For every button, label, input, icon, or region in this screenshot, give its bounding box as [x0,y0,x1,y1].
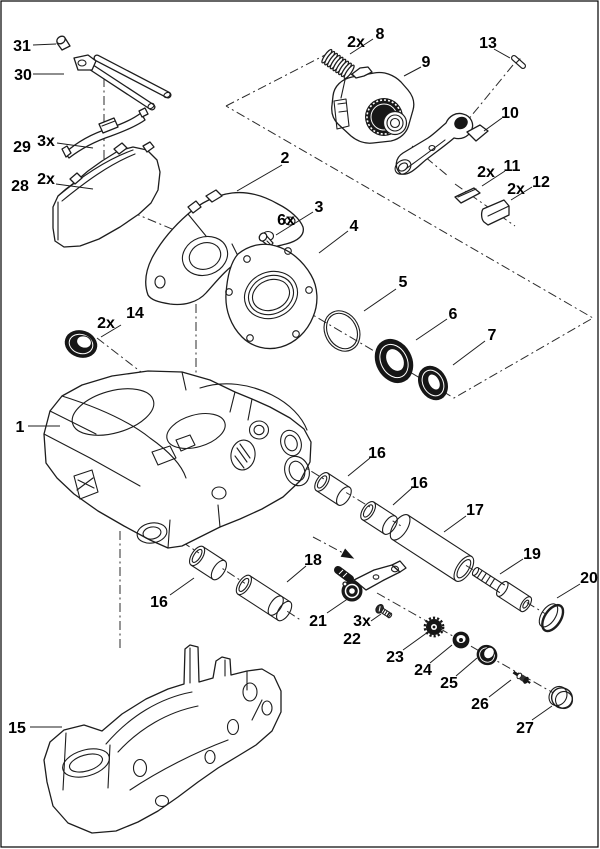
callout-12-label: 12 [532,174,550,191]
part-1-caliper-body [43,370,312,549]
part-26-valve [512,670,531,684]
callout-31-label: 31 [13,38,31,55]
part-12-block [480,199,510,226]
part-16-bushing [314,472,352,506]
callout-9-label: 9 [422,54,431,71]
part-7-seal [418,365,448,401]
callout-16-label: 16 [150,594,168,611]
callout-23-label: 23 [386,649,404,666]
part-17-sleeve [389,514,475,582]
part-20-cap [538,603,565,633]
callout-26-label: 26 [471,696,489,713]
part-9-adjuster-housing [331,66,415,144]
part-27-cap [548,685,574,710]
part-10-lever-fork [394,112,489,175]
axis-line [462,64,514,127]
part-21-adjuster-lever [334,560,407,602]
callout-27-label: 27 [516,720,534,737]
callout-3-qty: 6x [277,212,295,229]
callout-28-label: 28 [11,178,29,195]
axis-line [312,536,346,555]
callout-3-label: 3 [315,199,324,216]
callout-18-label: 18 [304,552,322,569]
part-4-gasket-plate [225,243,318,350]
axis-fold-line [225,105,595,399]
part-16-bushing [188,545,228,581]
callout-13-label: 13 [479,35,497,52]
part-30-retainer-bar [73,54,172,111]
callout-7-label: 7 [488,327,497,344]
callout-2-label: 2 [281,150,290,167]
callout-5-label: 5 [399,274,408,291]
callout-19-label: 19 [523,546,541,563]
part-15-carrier-bracket [43,644,282,834]
callout-16-label: 16 [368,445,386,462]
part-23-gear [423,616,445,638]
part-6-piston-seal [374,339,414,383]
callout-22-qty: 3x [353,613,371,630]
part-25-seal [476,644,498,666]
part-24-bearing [452,631,470,649]
leader-lines [28,38,581,728]
callout-20-label: 20 [580,570,598,587]
part-18-bushing [235,574,293,622]
assembly-arrow [340,548,355,559]
part-13-pin [511,55,526,69]
part-5-o-ring [323,310,361,352]
callout-16-label: 16 [410,475,428,492]
callout-11-label: 11 [504,158,521,175]
callout-4-label: 4 [350,218,359,235]
part-11-wedge-plate [454,187,481,204]
callout-14-label: 14 [126,305,144,322]
callout-25-label: 25 [440,675,458,692]
callout-8-qty: 2x [347,34,365,51]
axis-line [454,183,516,227]
part-16-bushing [360,501,398,535]
callout-12-qty: 2x [507,181,525,198]
axis-line [225,54,326,107]
callout-6-label: 6 [449,306,458,323]
callout-17-label: 17 [466,502,484,519]
callout-labels: 31 30 3x 29 2x 28 2 6x 3 4 5 6 7 2x 8 9 … [8,26,598,737]
part-19-guide-bolt [471,566,533,613]
part-28-brake-pad [52,141,161,248]
part-22-screw [375,604,393,619]
callout-10-label: 10 [501,105,519,122]
callout-28-qty: 2x [37,171,55,188]
part-8-spring [321,48,355,80]
callout-29-qty: 3x [37,133,55,150]
part-14-seal-ring [64,330,98,358]
callout-29-label: 29 [13,139,31,156]
callout-8-label: 8 [376,26,385,43]
callout-11-qty: 2x [477,164,495,181]
callout-30-label: 30 [14,67,32,84]
callout-21-label: 21 [309,613,327,630]
callout-1-label: 1 [16,419,25,436]
callout-15-label: 15 [8,720,26,737]
part-2-mounting-plate [145,189,304,306]
callout-24-label: 24 [414,662,432,679]
callout-22-label: 22 [343,631,361,648]
part-31-cap [56,35,71,51]
callout-14-qty: 2x [97,315,115,332]
